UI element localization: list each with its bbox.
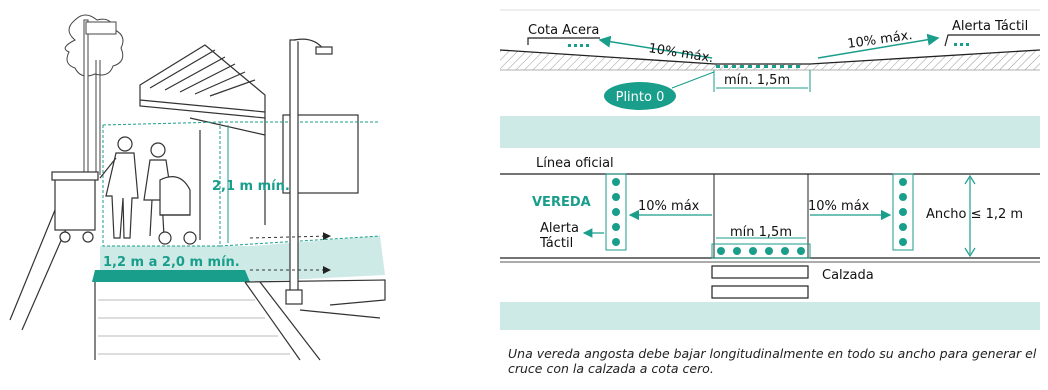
street-illustration: 2,1 m mín. 1,2 m a 2,0 m mín. [9, 14, 386, 361]
plan-slope-left-label: 10% máx [638, 199, 700, 214]
tactile-dots-section-center [716, 65, 800, 68]
width-label: 1,2 m a 2,0 m mín. [103, 255, 240, 270]
plinto-leader [671, 71, 715, 89]
tactile-dots-section-left [568, 44, 589, 47]
sidewalk-section-hatch [500, 50, 1040, 70]
slope-arrow-right [817, 33, 940, 59]
crosswalk-bar-2 [711, 285, 809, 299]
height-label: 2,1 m mín. [212, 179, 290, 194]
tactile-row-crossing [711, 243, 811, 259]
band-top [500, 116, 1040, 148]
tree [64, 14, 124, 175]
trash-bin [51, 171, 99, 243]
stroller [158, 176, 197, 245]
width-band [92, 270, 250, 282]
alerta-tactil-left-label-2: Táctil [539, 236, 573, 251]
path-arrows [249, 232, 331, 274]
curb-front-2 [244, 281, 301, 361]
calzada-label: Calzada [822, 268, 874, 283]
vereda-label: VEREDA [532, 195, 591, 210]
ancho-dim-top-arrow [964, 174, 976, 185]
tactile-dots-section-right [954, 43, 969, 46]
section-line [499, 49, 1041, 65]
plinto-badge [604, 82, 676, 110]
plinto-label: Plinto 0 [616, 90, 665, 105]
crosswalk-bar-1 [711, 265, 809, 279]
curb-side [259, 281, 321, 361]
crosswalk [98, 299, 290, 355]
tactile-column-left [605, 173, 627, 251]
street-sign [85, 21, 117, 35]
plan-min-width-label: mín 1,5m [730, 225, 792, 240]
road-edge [244, 279, 386, 306]
tactile-column-right [892, 173, 914, 251]
figure-caption: Una vereda angosta debe bajar longitudin… [508, 346, 1037, 376]
plan-view: Línea oficial VEREDA Alerta Táctil 10% m… [500, 116, 1040, 330]
plan-slope-right-label: 10% máx [808, 199, 870, 214]
sign-pole [83, 19, 89, 181]
road-edge-2 [299, 309, 381, 319]
slope-arrow-left [598, 35, 713, 59]
min-width-section-label: mín. 1,5m [724, 73, 790, 88]
cota-acera-label: Cota Acera [528, 23, 599, 38]
section-view: Cota Acera Alerta Táctil 10% máx. 10% má… [499, 9, 1041, 110]
cota-acera-marker [527, 37, 600, 45]
ancho-label: Ancho ≤ 1,2 m [926, 207, 1023, 222]
linea-oficial-label: Línea oficial [536, 156, 614, 171]
band-bottom [500, 302, 1040, 330]
lamp-post [285, 38, 333, 305]
alerta-tactil-left-label-1: Alerta [540, 221, 579, 236]
alerta-tactil-right-label: Alerta Táctil [952, 19, 1028, 34]
clearance-box [102, 121, 381, 247]
ancho-dim-bottom-arrow [964, 247, 976, 258]
alerta-tactil-marker [944, 34, 1040, 47]
